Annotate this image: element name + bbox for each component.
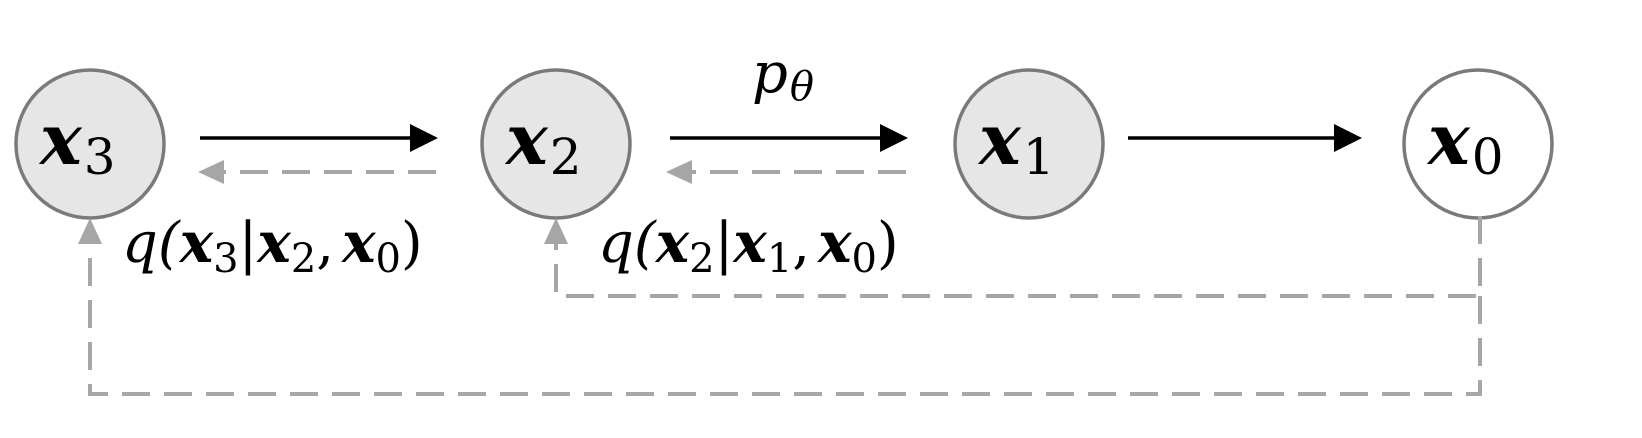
svg-text:x1: x1 — [977, 98, 1055, 186]
node-x2-var: x — [504, 98, 549, 181]
node-x3-var: x — [38, 98, 83, 181]
forward-arrow-2-1 — [670, 124, 908, 152]
node-x1-sub: 1 — [1023, 128, 1055, 186]
node-x1: x1 — [953, 68, 1105, 220]
dashed-path-x0-to-x3 — [78, 218, 1482, 396]
svg-text:x2: x2 — [504, 98, 582, 186]
forward-arrow-1-0 — [1128, 124, 1362, 152]
label-p-theta: pθ — [752, 41, 814, 110]
label-q-x2-given-x1-x0: q(x2|x1,x0) — [598, 210, 899, 282]
svg-text:x3: x3 — [38, 98, 116, 186]
node-x0-sub: 0 — [1472, 128, 1504, 186]
label-q-x3-given-x2-x0: q(x3|x2,x0) — [122, 210, 423, 282]
node-x0-var: x — [1426, 98, 1471, 181]
dashed-arrow-1-2 — [666, 160, 906, 184]
forward-arrow-3-2 — [200, 124, 438, 152]
node-x2: x2 — [480, 68, 632, 220]
node-x3: x3 — [14, 68, 166, 220]
dashed-path-x0-to-x2 — [544, 216, 1482, 298]
node-x2-sub: 2 — [550, 128, 582, 186]
node-x0: x0 — [1402, 68, 1554, 220]
node-x1-var: x — [977, 98, 1022, 181]
dashed-arrow-2-3 — [198, 160, 436, 184]
node-x3-sub: 3 — [84, 128, 116, 186]
svg-text:x0: x0 — [1426, 98, 1504, 186]
